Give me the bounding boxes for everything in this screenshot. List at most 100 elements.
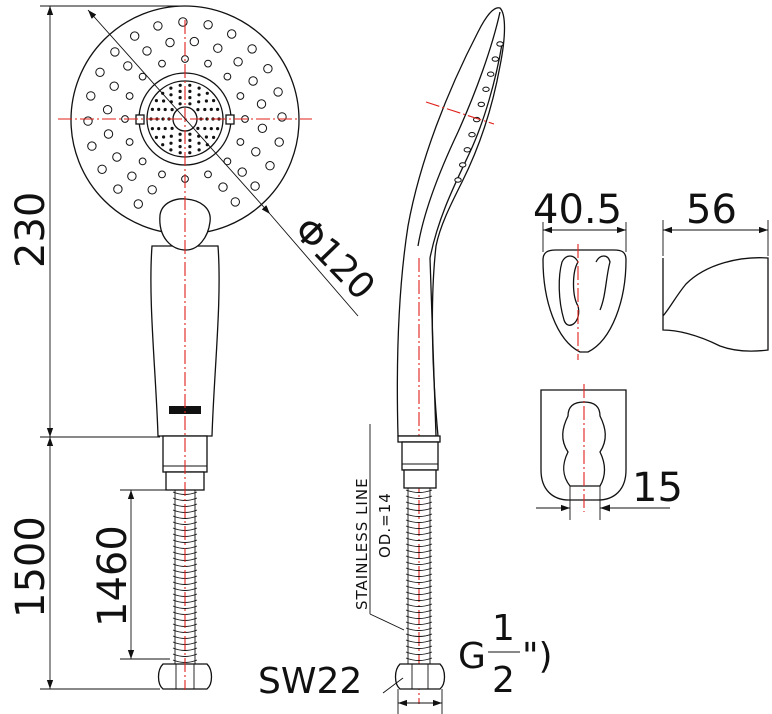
spray-hole <box>233 57 243 67</box>
nozzle-dot <box>169 93 173 97</box>
spray-hole <box>158 59 166 68</box>
spray-hole <box>178 17 188 27</box>
spray-hole <box>274 137 284 147</box>
nozzle-dot <box>178 83 182 87</box>
spray-hole <box>230 197 241 207</box>
spray-hole <box>109 81 119 91</box>
nozzle-dot <box>209 127 213 131</box>
spray-hole <box>125 92 134 100</box>
bottom-nut-side <box>394 663 446 690</box>
nozzle-dot <box>197 93 201 97</box>
hose-ridge <box>405 537 433 541</box>
side-nozzle <box>491 56 499 62</box>
side-nozzle <box>482 86 490 93</box>
side-outline <box>396 7 506 437</box>
nozzle-dot <box>150 127 154 131</box>
spray-hole <box>110 47 120 57</box>
hose-ridge <box>405 651 433 655</box>
nozzle-dot <box>188 83 192 87</box>
side-inner-curve <box>429 43 503 259</box>
nozzle-dot <box>178 132 182 136</box>
nozzle-dot <box>178 89 182 93</box>
nozzle-dot <box>169 134 173 138</box>
hose-ridge <box>405 501 433 505</box>
nozzle-dot <box>216 107 220 111</box>
spray-hole <box>158 170 166 179</box>
spray-hole <box>189 36 200 47</box>
nozzle-dot <box>203 126 207 131</box>
side-nozzle <box>463 147 471 153</box>
brand-logo <box>169 406 201 414</box>
spray-hole <box>203 20 213 30</box>
nozzle-dot <box>188 138 192 142</box>
nozzle-dot <box>157 107 161 111</box>
hose-ridge <box>405 591 433 595</box>
nozzle-dot <box>209 107 213 111</box>
holder-front-view: 40.5 <box>533 187 627 360</box>
hose-side <box>405 488 433 664</box>
hose-ridge <box>172 605 198 609</box>
spray-hole <box>133 199 144 209</box>
hose-ridge <box>405 585 433 589</box>
nozzle-dot <box>188 96 192 100</box>
hose-ridge <box>405 525 433 529</box>
spray-hole <box>87 141 97 151</box>
dimension-56: 56 <box>686 187 737 233</box>
side-face-curve <box>417 11 501 247</box>
holder-back-view: 15 <box>536 384 683 520</box>
hose-ridge <box>405 495 433 499</box>
hose-ridge <box>405 603 433 607</box>
hose-ridge <box>405 555 433 559</box>
spray-hole <box>248 76 258 86</box>
nozzle-dot <box>169 148 173 152</box>
side-connector-nut <box>403 469 437 489</box>
nozzle-dot <box>188 132 192 136</box>
spray-hole <box>247 44 257 54</box>
spray-hole <box>236 138 245 146</box>
nozzle-dot <box>205 91 209 95</box>
nozzle-dot <box>178 151 182 155</box>
spray-hole <box>256 99 267 109</box>
hose-ridge <box>405 549 433 553</box>
spray-hole <box>218 182 228 192</box>
spray-hole <box>213 43 223 53</box>
side-view: STAINLESS LINE OD.=14 SW22 G 1 2 ") <box>258 7 553 714</box>
nozzle-dot <box>196 126 200 130</box>
spray-hole <box>113 184 123 194</box>
nozzle-dot <box>170 126 174 130</box>
nozzle-dot <box>188 89 192 93</box>
nozzle-dot <box>170 108 174 112</box>
spray-hole <box>236 92 245 100</box>
spray-hole <box>147 185 157 195</box>
nozzle-dot <box>188 151 192 155</box>
hose-ridge <box>405 609 433 613</box>
hose-note-material: STAINLESS LINE <box>353 477 371 610</box>
hose-ridge <box>405 519 433 523</box>
nozzle-dot <box>157 127 161 131</box>
hose-ridge <box>405 531 433 535</box>
nozzle-dot <box>169 86 173 90</box>
spray-hole <box>237 167 247 177</box>
thread-suffix: ") <box>522 636 553 677</box>
nozzle-dot <box>188 145 192 149</box>
hose-ridge <box>405 513 433 517</box>
nozzle-dot <box>178 138 182 142</box>
hose-ridge <box>405 633 433 637</box>
spray-hole <box>97 164 107 175</box>
nozzle-dot <box>188 102 192 106</box>
hose-ridge <box>405 579 433 583</box>
nozzle-dot <box>154 99 158 103</box>
dimension-sw22: SW22 <box>258 661 362 702</box>
nozzle-dot <box>163 126 167 131</box>
spray-hole <box>142 46 152 56</box>
spray-hole <box>102 105 113 115</box>
spray-hole <box>251 147 261 157</box>
side-lower-curve <box>429 257 437 437</box>
hose-ridge <box>405 507 433 511</box>
spray-hole <box>227 29 237 39</box>
spray-hole <box>165 37 175 48</box>
dimension-1460: 1460 <box>90 525 136 627</box>
hose-ridge <box>405 621 433 625</box>
nozzle-dot <box>203 107 207 112</box>
hose-ridge <box>172 515 198 519</box>
